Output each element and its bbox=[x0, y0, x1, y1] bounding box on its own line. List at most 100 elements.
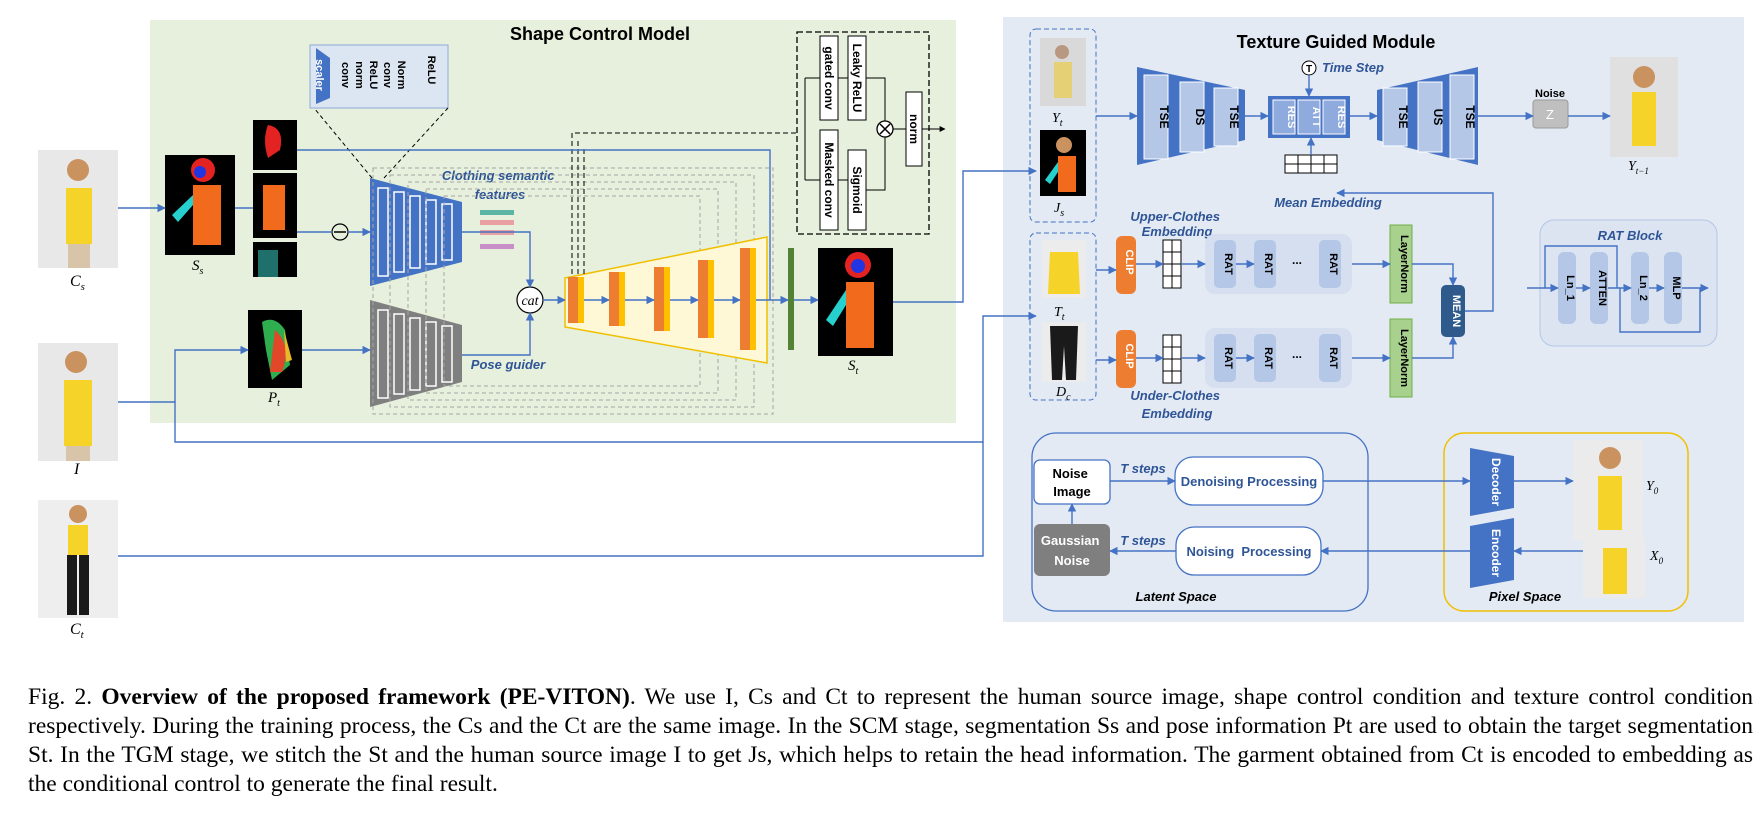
label-i: I bbox=[73, 461, 80, 478]
label-x0: X0 bbox=[1649, 549, 1664, 566]
caption-bold: Overview of the proposed framework (PE-V… bbox=[101, 684, 630, 710]
label-ss: Ss bbox=[192, 258, 204, 277]
image-i bbox=[38, 343, 118, 461]
mid-res-2: RES bbox=[1335, 106, 1347, 129]
pixel-space-label: Pixel Space bbox=[1489, 589, 1561, 604]
latent-space-label: Latent Space bbox=[1136, 589, 1217, 604]
seg-parts bbox=[253, 120, 297, 277]
clip-upper-label: CLIP bbox=[1123, 249, 1135, 274]
rat-block-mlp-label: MLP bbox=[1670, 276, 1682, 299]
rat-block-atten-label: ATTEN bbox=[1596, 270, 1608, 306]
figure-caption: Fig. 2. Overview of the proposed framewo… bbox=[28, 683, 1753, 799]
image-js bbox=[1040, 130, 1086, 196]
inset-conv1: conv bbox=[339, 62, 351, 89]
tgm-title: Texture Guided Module bbox=[1237, 32, 1436, 52]
time-step-t: T bbox=[1306, 64, 1312, 75]
layernorm-upper-label: LayerNorm bbox=[1398, 235, 1410, 293]
rat-u3 bbox=[1319, 240, 1341, 288]
gaussian-noise-box bbox=[1034, 524, 1110, 576]
rat-block-mlp bbox=[1664, 252, 1682, 324]
clip-upper bbox=[1116, 236, 1136, 294]
denoising-label: Denoising Processing bbox=[1181, 474, 1318, 489]
emb-grid-under bbox=[1162, 334, 1182, 384]
dec-us: US bbox=[1431, 109, 1445, 126]
dec-tse-1: TSE bbox=[1396, 105, 1410, 128]
rat-row-under bbox=[1205, 328, 1352, 388]
time-step-label: Time Step bbox=[1322, 60, 1384, 75]
label-st: St bbox=[848, 358, 859, 377]
rat-u3-label: RAT bbox=[1327, 253, 1339, 275]
rat-block-ln1 bbox=[1558, 252, 1576, 324]
scm-title: Shape Control Model bbox=[510, 24, 690, 44]
gate-leaky-relu: Leaky ReLU bbox=[850, 44, 864, 113]
decoder-blocks bbox=[568, 248, 794, 350]
tgm-bottom-dashed bbox=[1029, 232, 1097, 401]
cat-label: cat bbox=[521, 294, 539, 309]
enc-ds: DS bbox=[1193, 109, 1207, 126]
upper-emb-label: Upper-Clothes Embedding bbox=[1130, 209, 1223, 239]
dec-tse-2: TSE bbox=[1463, 105, 1477, 128]
encoder-block bbox=[1470, 518, 1514, 588]
image-dc bbox=[1042, 322, 1086, 382]
gate-norm: norm bbox=[907, 114, 921, 144]
gate-box bbox=[796, 31, 930, 235]
caption-text: . We use I, Cs and Ct to represent the h… bbox=[28, 684, 1754, 797]
label-pt: Pt bbox=[267, 390, 280, 409]
image-x0 bbox=[1583, 540, 1645, 598]
rat-u1 bbox=[1214, 240, 1236, 288]
decoder-label: Decoder bbox=[1489, 458, 1503, 506]
inset-norm2: Norm bbox=[395, 61, 407, 90]
image-cs bbox=[38, 150, 118, 268]
framework-diagram: Shape Control Model Texture Guided Modul… bbox=[38, 17, 1744, 641]
rat-block-title: RAT Block bbox=[1598, 228, 1664, 243]
rat-block-ln2-label: Ln_2 bbox=[1637, 275, 1649, 301]
rat-block-ln1-label: Ln_1 bbox=[1564, 275, 1576, 301]
image-tt bbox=[1042, 240, 1086, 298]
seg-ss bbox=[165, 155, 235, 255]
rat-d3-label: RAT bbox=[1327, 347, 1339, 369]
mid-att: ATT bbox=[1310, 107, 1322, 128]
rat-d2-label: RAT bbox=[1262, 347, 1274, 369]
rat-u2-label: RAT bbox=[1262, 253, 1274, 275]
rat-u2 bbox=[1254, 240, 1276, 288]
label-yt1: Yt−1 bbox=[1628, 159, 1649, 176]
pose-pt bbox=[248, 310, 302, 388]
image-ct bbox=[38, 500, 118, 618]
block-inset bbox=[309, 44, 449, 109]
decoder-block bbox=[1470, 448, 1514, 516]
rat-d1-label: RAT bbox=[1222, 347, 1234, 369]
inset-scaler: scaler bbox=[313, 59, 325, 92]
enc-tse-2: TSE bbox=[1227, 105, 1241, 128]
emb-grid-upper bbox=[1162, 239, 1182, 289]
unet-encoder bbox=[1137, 67, 1245, 165]
caption-fig: Fig. 2. bbox=[28, 684, 93, 710]
image-yt bbox=[1040, 38, 1086, 106]
noise-label: Noise bbox=[1535, 88, 1565, 100]
inset-conv2: conv bbox=[381, 62, 393, 89]
inset-relu1: ReLU bbox=[367, 61, 379, 90]
under-emb-label: Under-Clothes Embedding bbox=[1130, 388, 1223, 421]
mean-grid bbox=[1284, 154, 1338, 174]
inset-relu2: ReLU bbox=[425, 56, 437, 85]
rat-d1 bbox=[1214, 334, 1236, 382]
label-ct: Ct bbox=[70, 621, 85, 641]
gaussian-noise-label: Gaussian Noise bbox=[1041, 533, 1103, 568]
enc-tse-1: TSE bbox=[1157, 105, 1171, 128]
clip-under bbox=[1116, 330, 1136, 388]
tgm-top-dashed bbox=[1029, 28, 1097, 223]
unet-middle bbox=[1268, 96, 1350, 138]
rat-u1-label: RAT bbox=[1222, 253, 1234, 275]
t-steps-top: T steps bbox=[1120, 461, 1166, 476]
mean-label: MEAN bbox=[1450, 295, 1462, 327]
label-yt: Yt bbox=[1052, 111, 1063, 129]
gate-sigmoid: Sigmoid bbox=[850, 166, 864, 213]
latent-space-panel bbox=[1031, 432, 1369, 612]
rat-block-ln2 bbox=[1631, 252, 1649, 324]
t-steps-bottom: T steps bbox=[1120, 533, 1166, 548]
label-tt: Tt bbox=[1054, 305, 1065, 323]
label-y0: Y0 bbox=[1646, 479, 1659, 496]
inset-norm1: norm bbox=[353, 61, 365, 89]
mean-box bbox=[1441, 285, 1465, 337]
unet-decoder bbox=[1377, 67, 1478, 165]
pixel-space-panel bbox=[1443, 432, 1689, 612]
